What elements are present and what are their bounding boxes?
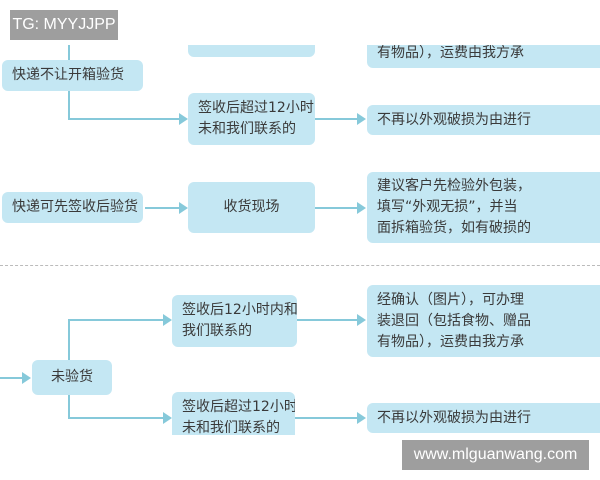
connector (0, 377, 24, 379)
arrow-icon (357, 202, 366, 214)
partial-box-top (188, 45, 315, 57)
arrow-icon (163, 412, 172, 424)
connector (315, 207, 358, 209)
scene-box: 收货现场 (188, 182, 315, 233)
arrow-icon (163, 314, 172, 326)
late-contact-box-2: 签收后超过12小时 未和我们联系的 (172, 392, 295, 435)
arrow-icon (357, 314, 366, 326)
arrow-icon (22, 372, 31, 384)
condition-box-sign-first: 快递可先签收后验货 (2, 192, 143, 223)
flowchart: 有物品），运费由我方承 快递不让开箱验货 签收后超过12小时 未和我们联系的 不… (0, 45, 600, 435)
connector (68, 319, 164, 321)
connector (315, 118, 358, 120)
connector (68, 45, 70, 61)
connector (68, 91, 70, 120)
early-contact-box: 签收后12小时内和 我们联系的 (172, 295, 297, 347)
early-result-box: 经确认（图片），可办理 装退回（包括食物、赠品 有物品），运费由我方承 (367, 285, 600, 357)
connector (68, 118, 180, 120)
connector (297, 319, 358, 321)
divider (0, 265, 600, 266)
connector (68, 395, 70, 419)
partial-result-box-top: 有物品），运费由我方承 (367, 45, 600, 68)
watermark-top: TG: MYYJJPP (10, 10, 118, 40)
advice-box: 建议客户先检验外包装， 填写“外观无损”，并当 面拆箱验货，如有破损的 (367, 172, 600, 243)
late-contact-box: 签收后超过12小时 未和我们联系的 (188, 93, 315, 145)
connector (68, 319, 70, 360)
connector (145, 207, 181, 209)
connector (68, 417, 164, 419)
watermark-bottom: www.mlguanwang.com (402, 440, 589, 470)
not-inspected-box: 未验货 (32, 360, 112, 395)
connector (295, 417, 358, 419)
arrow-icon (357, 113, 366, 125)
arrow-icon (179, 113, 188, 125)
condition-box-no-open: 快递不让开箱验货 (2, 60, 143, 91)
arrow-icon (179, 202, 188, 214)
arrow-icon (357, 412, 366, 424)
late-result-box: 不再以外观破损为由进行 (367, 105, 600, 135)
late-result-box-2: 不再以外观破损为由进行 (367, 403, 600, 433)
